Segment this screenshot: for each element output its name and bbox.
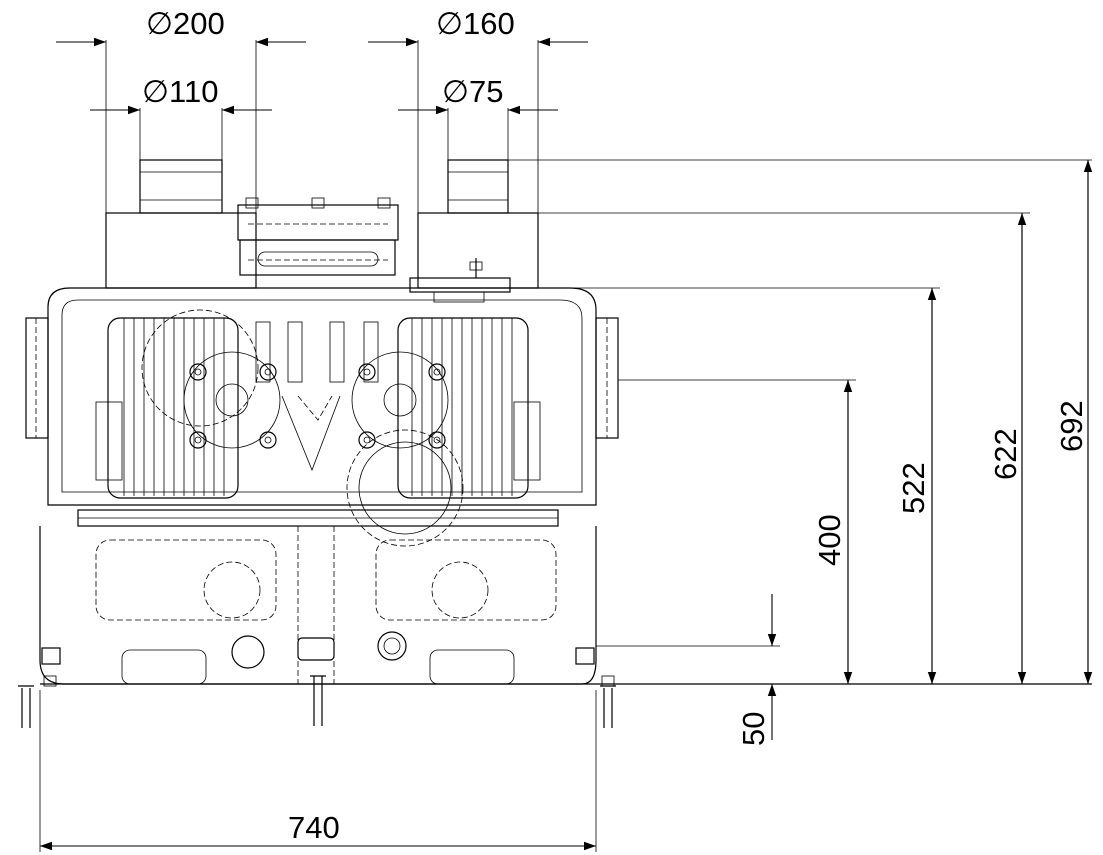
extension-lines <box>39 40 1092 852</box>
dim-label-400: 400 <box>812 514 847 566</box>
dim-pipe-right-outer: ∅160 <box>368 6 588 47</box>
dim-label-110: ∅110 <box>142 74 218 109</box>
dim-label-522: 522 <box>896 462 931 514</box>
anchor-feet <box>18 647 616 728</box>
dim-pipe-right-inner: ∅75 <box>398 74 558 115</box>
dim-height-692: 692 <box>1054 160 1093 684</box>
dim-pipe-left-outer: ∅200 <box>56 6 306 47</box>
dim-foot-50: 50 <box>736 594 777 746</box>
dim-label-50: 50 <box>736 712 771 746</box>
vent-fitting <box>409 258 511 303</box>
dim-label-200: ∅200 <box>146 6 225 41</box>
dim-label-75: ∅75 <box>442 74 504 109</box>
right-discharge-pipe <box>417 159 539 289</box>
dim-label-160: ∅160 <box>436 6 515 41</box>
dim-pipe-left-inner: ∅110 <box>90 74 272 115</box>
pump-housing <box>25 287 619 506</box>
dim-label-622: 622 <box>988 428 1023 480</box>
dim-height-400: 400 <box>812 380 853 684</box>
dim-label-692: 692 <box>1054 400 1089 452</box>
left-motor <box>95 309 281 499</box>
dim-height-622: 622 <box>988 213 1027 684</box>
left-discharge-pipe <box>105 159 257 289</box>
mounting-plate <box>77 509 559 527</box>
right-motor <box>346 317 541 547</box>
dim-height-522: 522 <box>896 288 937 684</box>
collection-tank <box>39 526 597 685</box>
dim-label-740: 740 <box>288 810 340 845</box>
dim-width-740: 740 <box>40 810 596 851</box>
center-flange-block <box>237 197 399 276</box>
bolt-pattern <box>189 321 446 472</box>
